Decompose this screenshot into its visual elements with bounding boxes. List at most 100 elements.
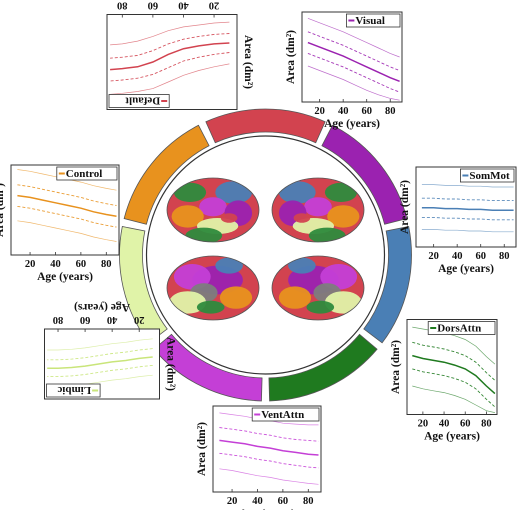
panel-default-legend-box <box>108 94 170 108</box>
brain-region-patch <box>173 182 207 202</box>
panel-ventattn-xtick-label: 20 <box>227 496 238 507</box>
panel-visual-ylabel: Area (dm²) <box>285 30 297 84</box>
panel-visual-xtick-label: 40 <box>338 106 349 117</box>
panel-limbic-xtick-label: 40 <box>107 314 118 325</box>
panel-default-line-outer-lower <box>110 21 230 46</box>
brain-region-patch <box>171 205 204 228</box>
panel-dorsattn-line-mean <box>412 354 496 395</box>
panel-ventattn-xtick-label: 80 <box>303 496 314 507</box>
brain-hemisphere-1 <box>167 178 259 242</box>
brain-region-patch <box>199 197 227 217</box>
brain-outline <box>166 255 260 321</box>
brain-region-patch <box>220 213 238 223</box>
panel-ventattn-line-inner-upper <box>219 427 319 442</box>
panel-limbic-line-mean <box>47 356 153 369</box>
panel-control-line-inner-upper <box>17 184 117 206</box>
panel-default-legend-label: Default <box>125 95 160 107</box>
network-ring <box>119 108 412 402</box>
panel-control-xlabel: Age (years) <box>37 271 93 283</box>
panel-dorsattn-line-outer-lower <box>412 385 495 413</box>
brain-region-patch <box>169 291 207 314</box>
panel-visual-legend-label: Visual <box>355 15 385 27</box>
ring-segment-ventattn <box>153 333 263 402</box>
panel-ventattn-legend-box <box>251 407 320 422</box>
panel-control-legend-label: Control <box>66 168 102 180</box>
panel-default-line-outer-upper <box>110 63 230 95</box>
brain-region-patch <box>324 291 362 314</box>
brain-region-patch <box>324 182 358 202</box>
brain-hemisphere-2 <box>272 178 364 242</box>
panel-default-xtick-label: 40 <box>178 0 189 11</box>
panel-sommot-line-mean <box>421 207 514 211</box>
panel-ventattn-xlabel: Age (years) <box>239 508 295 510</box>
panel-sommot-xtick-label: 60 <box>475 251 486 262</box>
panel-visual-line-inner-upper <box>307 31 400 71</box>
panel-dorsattn-line-outer-upper <box>412 326 496 365</box>
panel-visual-line-outer-upper <box>307 17 400 58</box>
brain-region-patch <box>306 300 335 314</box>
brain-region-patch <box>327 205 360 228</box>
brain-outline <box>271 255 365 321</box>
brain-hemisphere-3 <box>167 256 259 320</box>
panel-visual-legend-box <box>346 13 401 28</box>
brain-outline <box>271 177 365 243</box>
panel-ventattn-ylabel: Area (dm²) <box>196 422 208 476</box>
brain-region-patch <box>320 264 358 290</box>
panel-control-line-mean <box>17 194 117 218</box>
panel-ventattn-xtick-label: 40 <box>252 496 263 507</box>
panel-sommot-ylabel: Area (dm²) <box>399 180 411 234</box>
panel-default-xtick-label: 80 <box>117 0 128 11</box>
panel-control-legend-box <box>56 166 118 181</box>
panel-dorsattn-ylabel: Area (dm²) <box>390 340 402 394</box>
panel-limbic-ylabel: Area (dm²) <box>165 337 177 391</box>
brain-outline <box>166 177 260 243</box>
panel-limbic-xlabel: Age (years) <box>74 301 130 313</box>
panel-default-xtick-label: 20 <box>209 0 220 11</box>
ring-segment-control <box>123 124 210 225</box>
panel-default-line-mean <box>110 42 230 71</box>
panel-limbic-xtick-label: 20 <box>134 314 145 325</box>
panel-sommot-line-inner-upper <box>421 197 514 202</box>
panel-default-ylabel: Area (dm²) <box>242 35 254 89</box>
panel-limbic-line-inner-lower <box>47 348 153 361</box>
panel-limbic-line-outer-lower <box>47 338 153 351</box>
brain-region-patch <box>278 286 312 309</box>
panel-control-xtick-label: 60 <box>76 259 87 270</box>
brain-region-patch <box>278 181 316 204</box>
panel-dorsattn-line-inner-lower <box>412 368 496 408</box>
panel-dorsattn-xtick-label: 60 <box>460 419 471 430</box>
panel-limbic-legend-box <box>46 383 101 398</box>
panel-dorsattn-xlabel: Age (years) <box>424 431 480 443</box>
panel-sommot-xlabel: Age (years) <box>438 263 494 275</box>
panel-visual-line-outer-lower <box>307 65 400 101</box>
brain-renderings <box>166 177 365 321</box>
panel-dorsattn-legend-label: DorsAttn <box>437 323 481 335</box>
ring-segment-default <box>205 108 326 144</box>
panel-limbic-legend-label: Limbic <box>57 384 91 396</box>
panel-sommot-xtick-label: 40 <box>452 251 463 262</box>
brain-region-patch <box>288 257 316 274</box>
panel-ventattn-xtick-label: 60 <box>278 496 289 507</box>
panel-dorsattn-xtick-label: 40 <box>439 419 450 430</box>
ring-segment-limbic <box>119 226 168 344</box>
brain-region-patch <box>293 213 311 223</box>
panel-limbic-xtick-label: 60 <box>80 314 91 325</box>
panel-default-line-inner-upper <box>110 52 230 82</box>
panel-ventattn-legend-label: VentAttn <box>261 409 304 421</box>
panel-sommot-legend-label: SomMot <box>469 170 510 182</box>
panel-control-line-outer-lower <box>17 220 117 242</box>
brain-region-patch <box>196 300 225 314</box>
brain-region-patch <box>215 181 253 204</box>
panel-visual-xtick-label: 60 <box>361 106 372 117</box>
brain-region-patch <box>215 257 243 274</box>
panel-sommot-line-outer-upper <box>421 184 514 188</box>
panel-ventattn-line-mean <box>219 439 319 456</box>
panel-dorsattn-xtick-label: 20 <box>418 419 429 430</box>
brain-region-patch <box>219 286 253 309</box>
